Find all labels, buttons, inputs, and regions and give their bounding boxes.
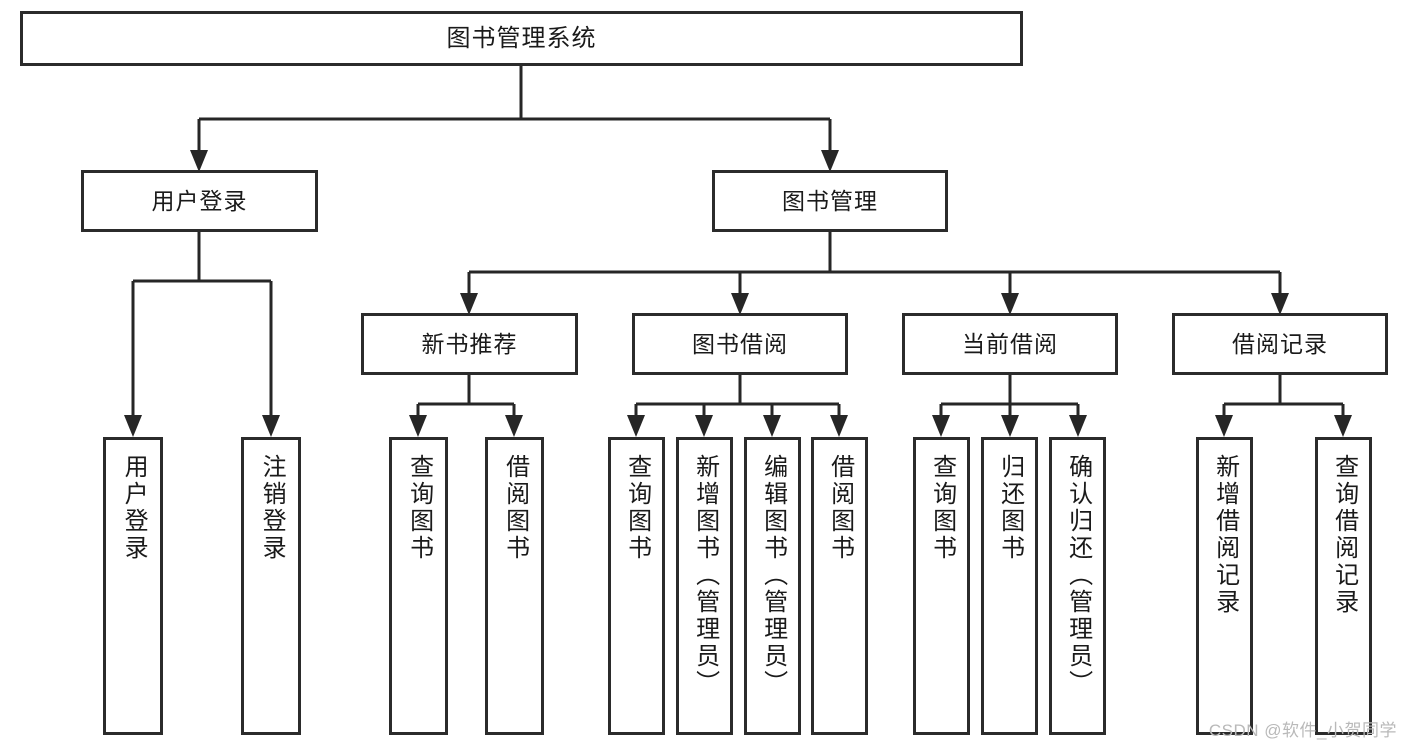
- node-label: 用户登录: [151, 187, 248, 214]
- csdn-watermark: CSDN @软件_小贺同学: [1208, 721, 1397, 740]
- node-book-management[interactable]: 图书管理: [712, 170, 948, 232]
- arrowhead-user-login: [190, 150, 208, 172]
- arrowhead-cb-leaf-2: [1001, 415, 1019, 437]
- node-label: 用户登录: [120, 454, 148, 562]
- arrowhead-cb-leaf-3: [1069, 415, 1087, 437]
- arrowhead-bb-leaf-2: [695, 415, 713, 437]
- leaf-new-book-borrow-book[interactable]: 借阅图书: [485, 437, 544, 735]
- node-current-borrow[interactable]: 当前借阅: [902, 313, 1118, 375]
- node-book-borrow[interactable]: 图书借阅: [632, 313, 848, 375]
- leaf-book-borrow-add-book-admin[interactable]: 新增图书（管理员）: [676, 437, 733, 735]
- arrowhead-nbr-leaf-2: [505, 415, 523, 437]
- node-label: 查询借阅记录: [1330, 454, 1358, 616]
- arrowhead-book-manage: [821, 150, 839, 172]
- leaf-user-login-login[interactable]: 用户登录: [103, 437, 163, 735]
- arrowhead-leaf-user-login-1: [124, 415, 142, 437]
- arrowhead-bb-leaf-3: [763, 415, 781, 437]
- node-label: 查询图书: [928, 454, 956, 562]
- leaf-current-borrow-return-book[interactable]: 归还图书: [981, 437, 1038, 735]
- node-borrow-record[interactable]: 借阅记录: [1172, 313, 1388, 375]
- node-label: 图书管理系统: [446, 24, 597, 52]
- arrowhead-br-leaf-1: [1215, 415, 1233, 437]
- node-label: 新书推荐: [421, 330, 518, 357]
- arrowhead-bb-leaf-1: [627, 415, 645, 437]
- arrowhead-nbr-leaf-1: [409, 415, 427, 437]
- node-label: 借阅图书: [501, 454, 529, 562]
- node-label: 编辑图书（管理员）: [759, 454, 787, 697]
- arrowhead-current-borrow: [1001, 293, 1019, 315]
- leaf-borrow-record-query-record[interactable]: 查询借阅记录: [1315, 437, 1372, 735]
- node-label: 当前借阅: [962, 330, 1058, 357]
- node-label: 图书管理: [782, 187, 878, 214]
- leaf-new-book-query-book[interactable]: 查询图书: [389, 437, 448, 735]
- leaf-current-borrow-query-book[interactable]: 查询图书: [913, 437, 970, 735]
- arrowhead-book-borrow: [731, 293, 749, 315]
- node-label: 新增借阅记录: [1211, 454, 1239, 616]
- leaf-book-borrow-edit-book-admin[interactable]: 编辑图书（管理员）: [744, 437, 801, 735]
- node-label: 借阅记录: [1232, 330, 1328, 357]
- node-label: 新增图书（管理员）: [691, 454, 719, 697]
- node-new-book-recommend[interactable]: 新书推荐: [361, 313, 578, 375]
- arrowhead-bb-leaf-4: [830, 415, 848, 437]
- node-label: 注销登录: [258, 454, 286, 562]
- leaf-current-borrow-confirm-return-admin[interactable]: 确认归还（管理员）: [1049, 437, 1106, 735]
- node-label: 查询图书: [623, 454, 651, 562]
- node-label: 图书借阅: [692, 330, 788, 357]
- leaf-book-borrow-query-book[interactable]: 查询图书: [608, 437, 665, 735]
- node-label: 查询图书: [405, 454, 433, 562]
- arrowhead-leaf-user-login-2: [262, 415, 280, 437]
- node-root-book-management-system[interactable]: 图书管理系统: [20, 11, 1023, 66]
- leaf-book-borrow-borrow-book[interactable]: 借阅图书: [811, 437, 868, 735]
- arrowhead-br-leaf-2: [1334, 415, 1352, 437]
- arrowhead-new-book-recommend: [460, 293, 478, 315]
- node-label: 确认归还（管理员）: [1064, 454, 1092, 697]
- node-label: 归还图书: [996, 454, 1024, 562]
- leaf-borrow-record-add-record[interactable]: 新增借阅记录: [1196, 437, 1253, 735]
- node-label: 借阅图书: [826, 454, 854, 562]
- arrowhead-borrow-record: [1271, 293, 1289, 315]
- arrowhead-cb-leaf-1: [932, 415, 950, 437]
- leaf-user-login-logout[interactable]: 注销登录: [241, 437, 301, 735]
- node-user-login[interactable]: 用户登录: [81, 170, 318, 232]
